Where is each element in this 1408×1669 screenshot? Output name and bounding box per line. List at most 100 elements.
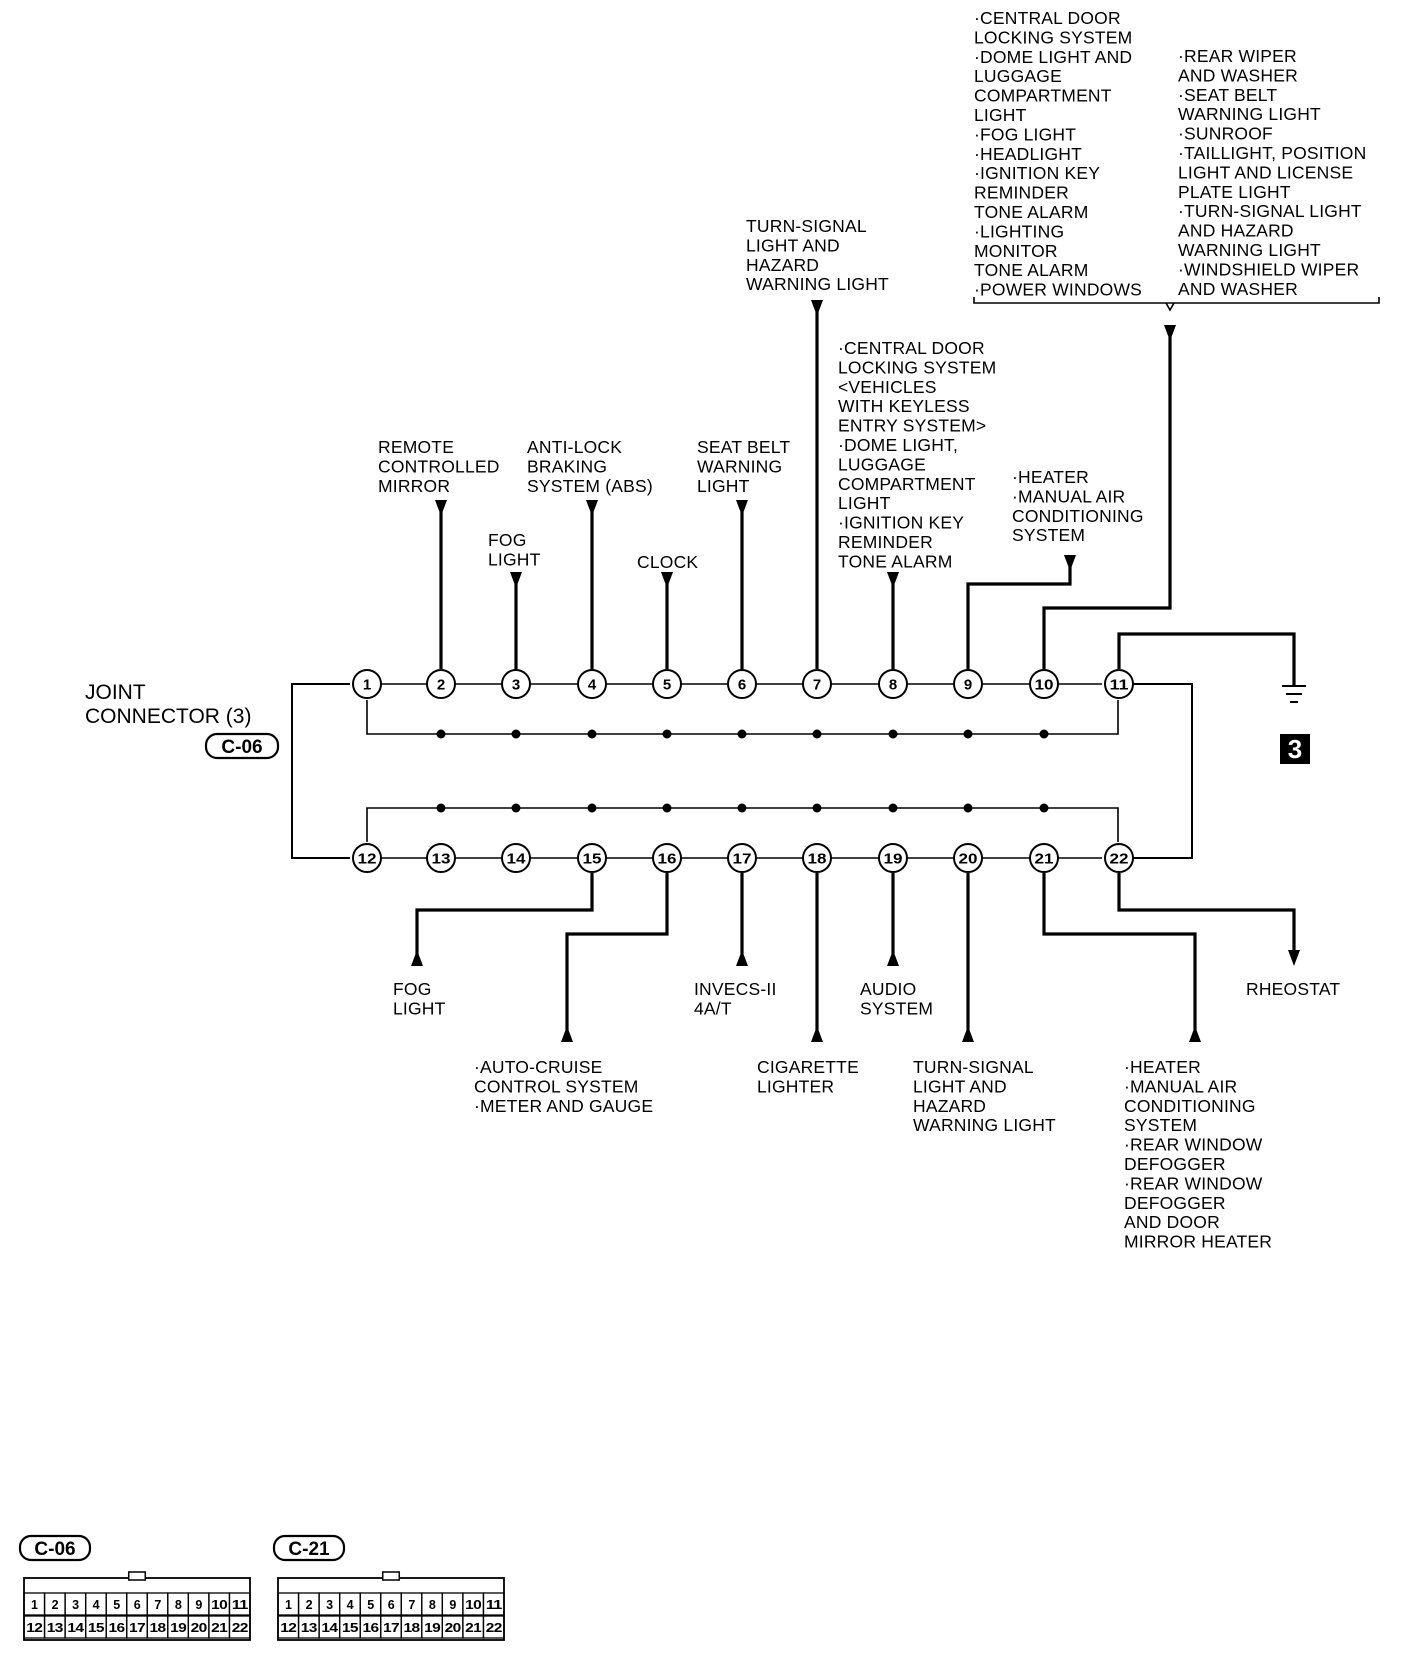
pin-number: 21 — [1035, 851, 1054, 868]
terminal-number: 4 — [347, 1598, 354, 1612]
pin-circle — [727, 669, 757, 699]
pin-number: 3 — [512, 677, 520, 694]
label-line: ·HEATER — [1012, 467, 1089, 487]
wire-pin-22 — [1117, 873, 1296, 954]
ground-badge: 3 — [1280, 734, 1310, 764]
label-line: ·CENTRAL DOOR — [838, 338, 985, 358]
label-line: ·SEAT BELT — [1178, 85, 1277, 105]
terminal-number: 22 — [232, 1621, 249, 1635]
label-line: WARNING LIGHT — [1178, 104, 1321, 124]
joint-title-line-2: CONNECTOR (3) — [85, 705, 251, 728]
pin-number: 1 — [363, 677, 371, 694]
label-line: ·HEADLIGHT — [974, 144, 1082, 164]
label-line: SYSTEM — [1124, 1115, 1197, 1135]
arrow-pin-7 — [811, 300, 823, 316]
label-line: ·HEATER — [1124, 1057, 1201, 1077]
label-line: LIGHTER — [757, 1076, 834, 1096]
pin-number: 9 — [964, 677, 972, 694]
terminal-number: 12 — [280, 1621, 297, 1635]
pin-circle — [352, 669, 382, 699]
pin-21: 21 — [1029, 843, 1059, 873]
label-line: COMPARTMENT — [838, 474, 976, 494]
terminal-number: 4 — [93, 1598, 100, 1612]
arrow-pin-2 — [435, 500, 447, 516]
label-line: ·DOME LIGHT AND — [974, 47, 1132, 67]
pin-4: 4 — [577, 669, 607, 699]
arrow-pin-16 — [561, 1026, 573, 1042]
terminal-number: 9 — [449, 1598, 456, 1612]
terminal-number: 18 — [404, 1621, 421, 1635]
label-line: ·MANUAL AIR — [1124, 1076, 1237, 1096]
connector-code-badge — [204, 732, 280, 760]
label-line: WITH KEYLESS — [838, 396, 970, 416]
label-line: ·IGNITION KEY — [838, 513, 964, 533]
pin-18: 18 — [802, 843, 832, 873]
pin-circle — [352, 843, 382, 873]
connector-code-text: C-06 — [34, 1539, 75, 1560]
terminal-number: 17 — [129, 1621, 146, 1635]
label-line: ·WINDSHIELD WIPER — [1178, 259, 1359, 279]
label-line: MIRROR HEATER — [1124, 1232, 1272, 1252]
terminal-number: 14 — [321, 1621, 338, 1635]
pin-circle — [652, 669, 682, 699]
terminal-number: 9 — [195, 1598, 202, 1612]
wire-pin-15 — [415, 873, 594, 954]
terminal-number: 16 — [362, 1621, 379, 1635]
terminal-number: 12 — [26, 1621, 43, 1635]
pin-17: 17 — [727, 843, 757, 873]
pin-19: 19 — [878, 843, 908, 873]
label-line: LIGHT — [393, 998, 446, 1018]
label-line: SYSTEM (ABS) — [527, 476, 653, 496]
arrow-pin-22 — [1288, 950, 1300, 966]
label-line: LIGHT — [697, 476, 750, 496]
arrowheads — [411, 300, 1300, 1042]
label-line: BRAKING — [527, 456, 607, 476]
label-line: SYSTEM — [1012, 525, 1085, 545]
terminal-number: 3 — [326, 1598, 333, 1612]
label-line: ·CENTRAL DOOR — [974, 8, 1121, 28]
label-line: LIGHT — [488, 549, 541, 569]
terminal-number: 6 — [388, 1598, 395, 1612]
label-clock: CLOCK — [637, 552, 698, 572]
pin-number: 16 — [658, 851, 677, 868]
arrow-pin-19 — [887, 950, 899, 966]
connector-code-badge — [18, 1534, 92, 1562]
wires — [415, 312, 1296, 1030]
arrow-pin-18 — [811, 1026, 823, 1042]
pin-10: 10 — [1029, 669, 1059, 699]
label-line: INVECS-II — [694, 979, 777, 999]
wire-pin-16 — [565, 873, 669, 1030]
pin-number: 2 — [437, 677, 445, 694]
terminal-number: 10 — [211, 1598, 228, 1612]
arrow-pin-15 — [411, 950, 423, 966]
joint-title-line-1: JOINT — [85, 681, 146, 704]
label-line: LIGHT AND — [913, 1076, 1007, 1096]
terminal-number: 20 — [191, 1621, 208, 1635]
label-line: ENTRY SYSTEM> — [838, 416, 986, 436]
pin-number: 18 — [808, 851, 827, 868]
label-line: ·TAILLIGHT, POSITION — [1178, 143, 1366, 163]
arrow-pin-5 — [661, 572, 673, 588]
label-line: WARNING — [697, 456, 782, 476]
label-line: ·REAR WINDOW — [1124, 1135, 1263, 1155]
label-line: WARNING LIGHT — [1178, 240, 1321, 260]
pin-circle — [426, 669, 456, 699]
arrow-pin-9 — [1064, 555, 1076, 571]
label-line: MONITOR — [974, 241, 1058, 261]
label-line: WARNING LIGHT — [746, 274, 889, 294]
pin-number: 19 — [884, 851, 903, 868]
label-line: REMOTE — [378, 437, 454, 457]
label-line: CONTROLLED — [378, 456, 500, 476]
label-line: COMPARTMENT — [974, 86, 1112, 106]
pin-13: 13 — [426, 843, 456, 873]
label-line: ·REAR WINDOW — [1124, 1173, 1263, 1193]
